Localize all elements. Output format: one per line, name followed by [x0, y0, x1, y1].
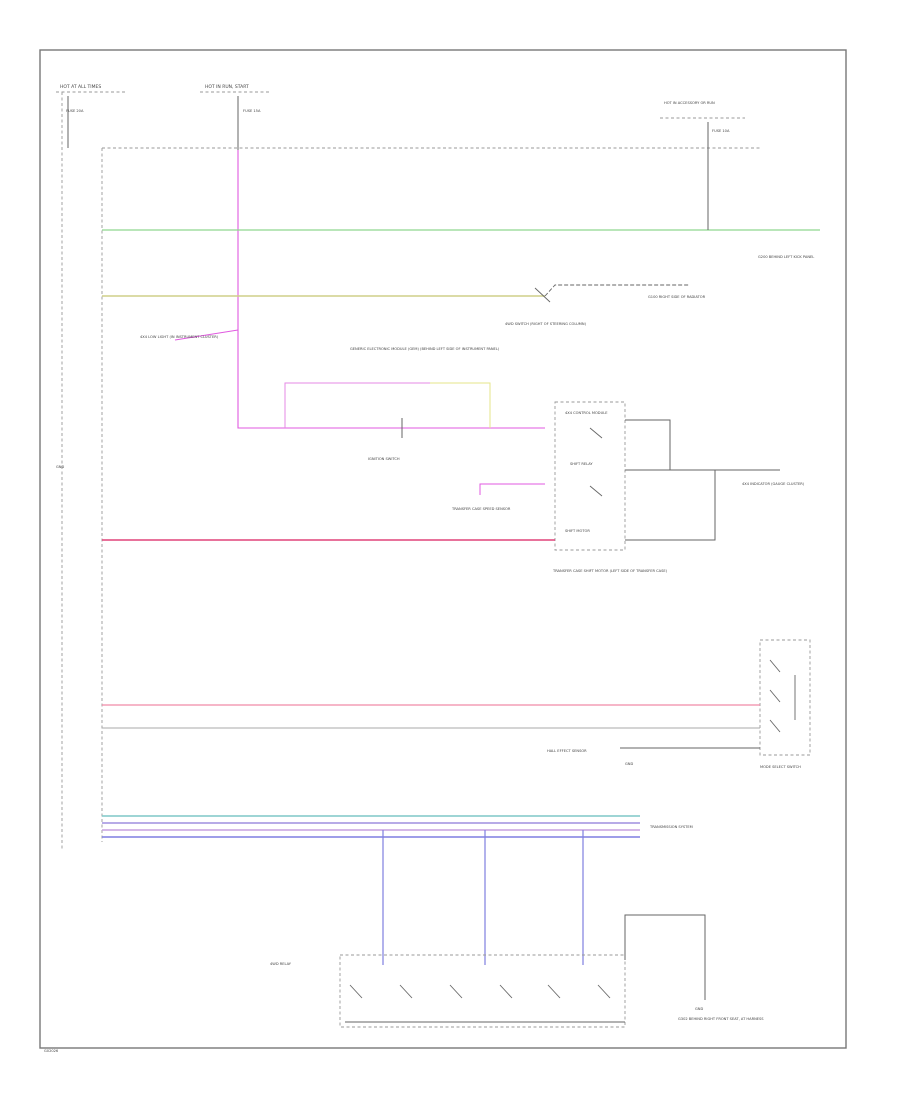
- dome-lamp-label: 4X4 LOW LIGHT (IN INSTRUMENT CLUSTER): [140, 335, 219, 339]
- gem-module-label: GENERIC ELECTRONIC MODULE (GEM) (BEHIND …: [350, 347, 500, 351]
- relay-sw-2: [399, 984, 413, 999]
- gnd-c-label: GND: [695, 1007, 703, 1011]
- corner-code: G02026: [44, 1049, 59, 1053]
- gnd-b-label: GND: [625, 762, 633, 766]
- ignition-switch-label: IGNITION SWITCH: [368, 457, 400, 461]
- wire-ground-right: [624, 914, 706, 1000]
- transfer-case-label: TRANSFER CASE SHIFT MOTOR (LEFT SIDE OF …: [552, 569, 668, 573]
- switch-4wd-lever: [534, 287, 551, 303]
- gauge-label: 4X4 INDICATOR (GAUGE CLUSTER): [742, 482, 805, 486]
- wire-pink-run: [237, 150, 545, 429]
- hall-sensor-box: [759, 639, 811, 756]
- relay-sw-1: [349, 984, 363, 999]
- module-4x4-box: [554, 401, 626, 551]
- mode-select-label: MODE SELECT SWITCH: [760, 765, 801, 769]
- relay-sw-6: [597, 984, 611, 999]
- fuse-c-label: FUSE 10A: [712, 129, 730, 133]
- relay-contact-b: [589, 485, 603, 497]
- wire-4wd-switch: [544, 284, 690, 297]
- gem-module-text: GENERIC ELECTRONIC MODULE (GEM) (BEHIND …: [350, 347, 500, 351]
- wire-module-low: [625, 470, 716, 541]
- transmission-label: TRANSMISSION SYSTEM: [649, 825, 693, 829]
- relay-sw-4: [499, 984, 513, 999]
- wire-module-out: [625, 419, 780, 471]
- hall-contact-b: [769, 689, 781, 703]
- g200-label: G200 BEHIND LEFT KICK PANEL: [758, 255, 814, 259]
- wire-relay-left: [284, 382, 430, 428]
- g302-side-label: GND: [56, 465, 64, 469]
- fuse-b-label: FUSE 15A: [243, 109, 261, 113]
- module-4x4-label: 4X4 CONTROL MODULE: [565, 411, 608, 415]
- hall-contact-a: [769, 659, 781, 673]
- 4wd-switch-label: 4WD SWITCH (RIGHT OF STEERING COLUMN): [505, 322, 587, 326]
- shift-relay-label: SHIFT RELAY: [570, 462, 593, 466]
- g100-label: G100 RIGHT SIDE OF RADIATOR: [648, 295, 706, 299]
- fourwd-relay-box: [339, 954, 626, 1028]
- speed-sensor-label: TRANSFER CASE SPEED SENSOR: [451, 507, 511, 511]
- relay-sw-3: [449, 984, 463, 999]
- wire-pink-branch: [174, 329, 239, 341]
- wire-relay-right: [430, 382, 491, 428]
- fuse-a-label: FUSE 20A: [66, 109, 84, 113]
- relay-sw-5: [547, 984, 561, 999]
- hot-in-acc-label: HOT IN ACCESSORY OR RUN: [664, 101, 715, 105]
- hall-contact-c: [769, 719, 781, 733]
- hot-in-run-label: HOT IN RUN, START: [205, 84, 249, 90]
- hall-sensor-label: HALL EFFECT SENSOR: [547, 749, 587, 753]
- diagram-frame: [39, 49, 847, 1049]
- relay-contact-a: [589, 427, 603, 439]
- g302-label: G302 BEHIND RIGHT FRONT SEAT, AT HARNESS: [678, 1017, 764, 1021]
- hot-all-times-label: HOT AT ALL TIMES: [60, 84, 101, 90]
- fourwd-relay-label: 4WD RELAY: [270, 962, 292, 966]
- wire-speed-sensor: [479, 483, 545, 495]
- shift-motor-label: SHIFT MOTOR: [565, 529, 590, 533]
